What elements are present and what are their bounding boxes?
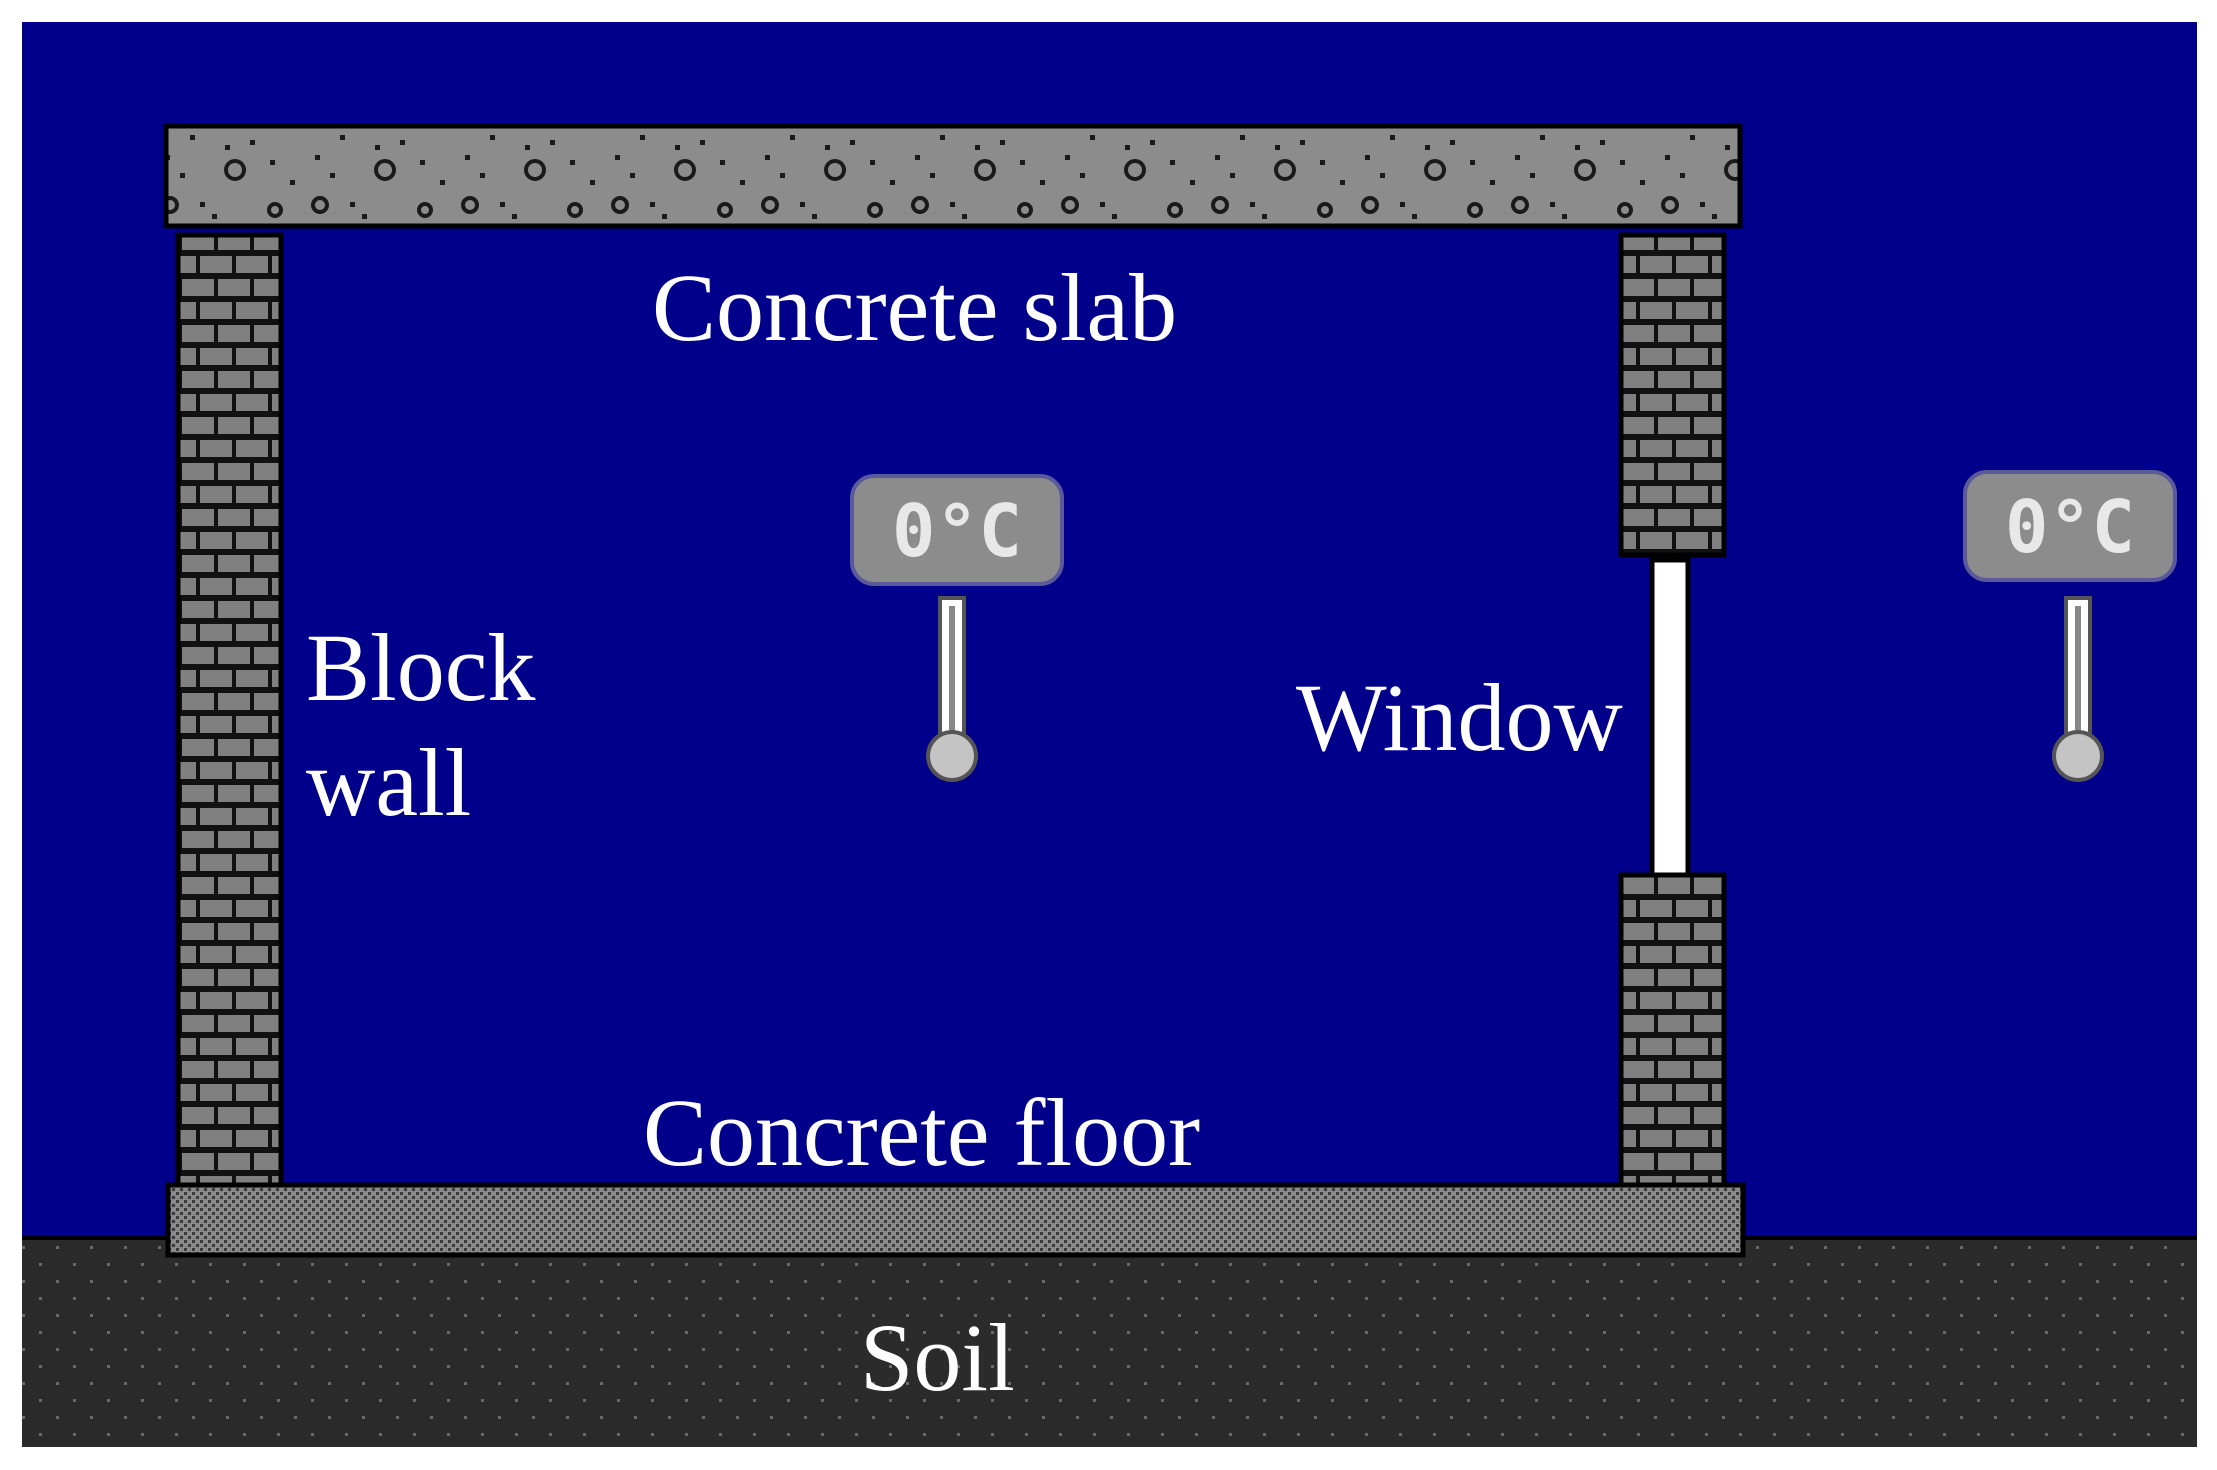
soil-ground xyxy=(22,1238,2197,1447)
outdoor-thermometer-bulb-icon xyxy=(2052,730,2104,782)
concrete-slab-label: Concrete slab xyxy=(652,254,1177,361)
outdoor-temperature-readout: 0°C xyxy=(2005,485,2135,569)
indoor-thermometer: 0°C xyxy=(850,474,1064,782)
block-wall-label-line2: wall xyxy=(306,729,471,836)
indoor-thermometer-bulb-icon xyxy=(926,730,978,782)
outdoor-readout-box xyxy=(1963,470,2177,582)
block-wall-label-line1: Block xyxy=(306,614,535,721)
concrete-slab xyxy=(163,123,1743,229)
window-pane xyxy=(1649,557,1691,883)
right-wall-lower xyxy=(1618,872,1727,1188)
indoor-temperature-readout: 0°C xyxy=(892,489,1022,573)
concrete-floor xyxy=(165,1182,1746,1258)
window-label: Window xyxy=(1296,664,1623,771)
indoor-readout-box xyxy=(850,474,1064,586)
concrete-floor-label: Concrete floor xyxy=(643,1079,1200,1186)
left-block-wall xyxy=(175,232,284,1188)
right-wall-upper xyxy=(1618,232,1727,558)
soil-label: Soil xyxy=(860,1304,1015,1411)
outdoor-thermometer: 0°C xyxy=(1963,470,2177,782)
